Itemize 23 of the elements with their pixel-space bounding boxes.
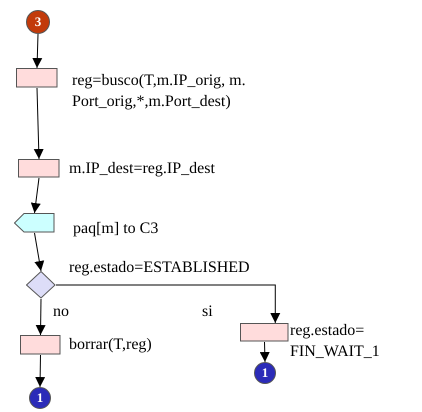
arrow [56, 284, 280, 324]
arrow [34, 88, 44, 160]
arrow [34, 232, 44, 272]
process-box [240, 323, 289, 342]
arrow [35, 354, 46, 388]
connector-circle: 3 [26, 10, 50, 34]
action-text: reg=busco(T,m.IP_orig, m. Port_orig,*,m.Port_dest) [72, 71, 247, 112]
arrow [36, 298, 46, 336]
process-box [20, 335, 61, 355]
action-text: reg.estado= FIN_WAIT_1 [290, 321, 381, 362]
connector-circle: 1 [29, 387, 51, 409]
arrow [32, 34, 42, 68]
action-text: borrar(T,reg) [69, 335, 153, 355]
send-signal-shape [14, 213, 55, 233]
action-text: paq[m] to C3 [73, 219, 160, 239]
action-text: m.IP_dest=reg.IP_dest [69, 159, 216, 179]
action-text: reg.estado=ESTABLISHED [69, 258, 251, 278]
arrow [30, 178, 41, 214]
connector-circle: 1 [254, 362, 276, 384]
process-box [16, 68, 58, 88]
process-box [18, 159, 60, 178]
decision-diamond [26, 271, 56, 299]
arrow [260, 342, 270, 362]
